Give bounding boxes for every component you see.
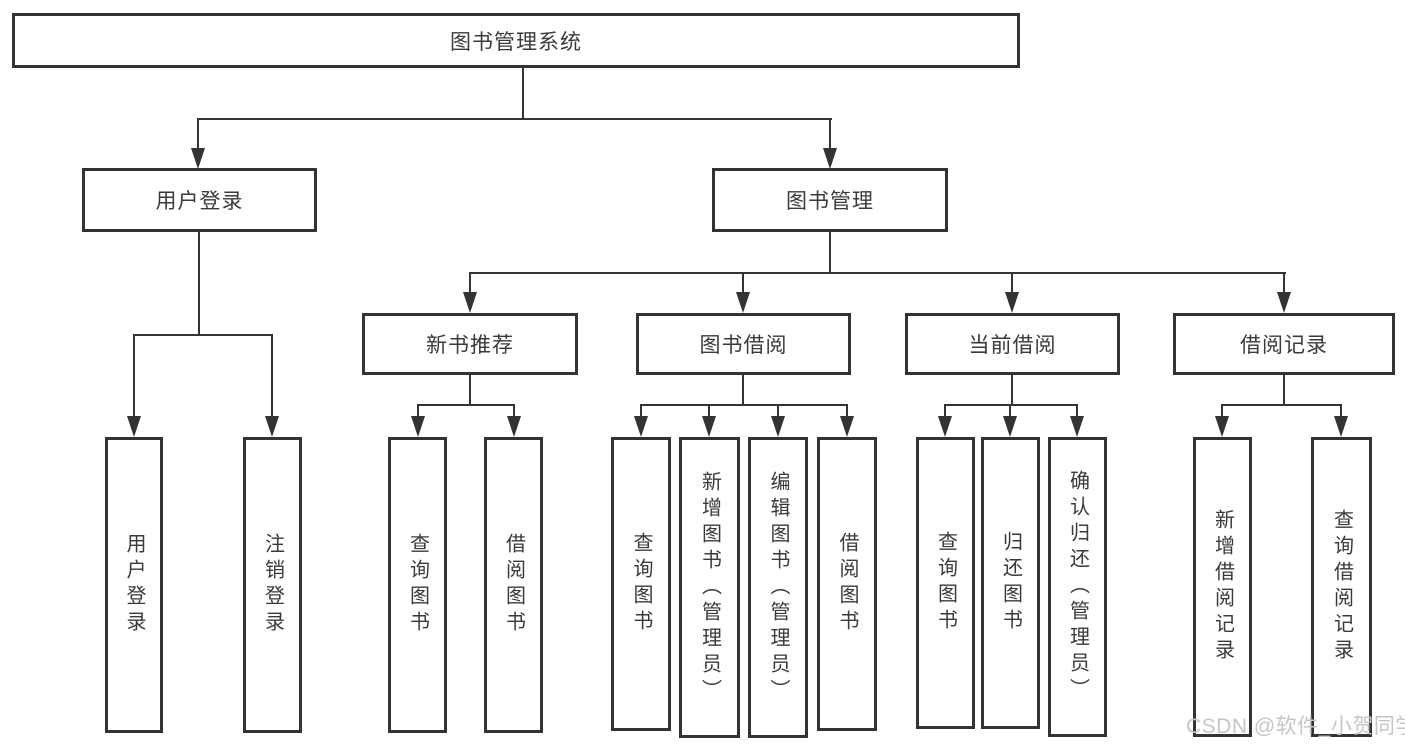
arrowhead-icon (702, 416, 716, 437)
leaf-borrow-books-new: 借阅图书 (484, 437, 543, 733)
connector-line (1283, 272, 1285, 295)
arrowhead-icon (507, 416, 521, 437)
connector-line (640, 404, 847, 406)
leaf-label: 编辑图书（管理员） (767, 470, 789, 705)
connector-line (1221, 404, 1341, 406)
arrowhead-icon (1005, 292, 1019, 313)
connector-line (198, 232, 200, 336)
connector-line (742, 272, 744, 295)
node-label: 借阅记录 (1240, 334, 1328, 357)
leaf-label: 查询图书 (934, 531, 957, 635)
connector-line (742, 375, 744, 406)
leaf-label: 归还图书 (999, 531, 1022, 635)
leaf-add-books-admin: 新增图书（管理员） (679, 437, 740, 738)
leaf-label: 借阅图书 (836, 532, 858, 636)
leaf-borrow-books-borrow: 借阅图书 (817, 437, 877, 731)
node-library-management-system: 图书管理系统 (12, 13, 1020, 68)
leaf-label: 查询借阅记录 (1330, 509, 1353, 665)
connector-line (640, 404, 642, 419)
arrowhead-icon (1215, 416, 1229, 437)
leaf-label: 确认归还（管理员） (1066, 470, 1089, 704)
arrowhead-icon (823, 148, 837, 169)
leaf-label: 借阅图书 (502, 533, 525, 637)
connector-line (1009, 404, 1011, 419)
arrowhead-icon (736, 292, 750, 313)
connector-line (271, 334, 273, 418)
arrowhead-icon (840, 416, 854, 437)
leaf-query-books-new: 查询图书 (388, 437, 447, 733)
arrowhead-icon (127, 416, 141, 437)
leaf-label: 注销登录 (261, 533, 284, 637)
leaf-confirm-return-admin: 确认归还（管理员） (1048, 437, 1107, 737)
arrowhead-icon (771, 416, 785, 437)
connector-line (708, 404, 710, 419)
connector-line (1011, 272, 1013, 295)
arrowhead-icon (191, 148, 205, 169)
connector-line (469, 272, 471, 295)
node-new-book-recommendation: 新书推荐 (362, 313, 578, 375)
node-label: 图书管理 (786, 190, 874, 213)
leaf-user-login: 用户登录 (105, 437, 163, 733)
connector-line (829, 118, 831, 151)
arrowhead-icon (1003, 416, 1017, 437)
leaf-query-books-borrow: 查询图书 (611, 437, 671, 731)
connector-line (133, 334, 273, 336)
arrowhead-icon (411, 416, 425, 437)
connector-line (944, 404, 946, 419)
leaf-query-books-current: 查询图书 (916, 437, 975, 729)
connector-line (133, 334, 135, 418)
arrowhead-icon (634, 416, 648, 437)
arrowhead-icon (1334, 416, 1348, 437)
leaf-logout: 注销登录 (243, 437, 302, 733)
connector-line (1011, 375, 1013, 406)
connector-line (1221, 404, 1223, 419)
node-user-login: 用户登录 (82, 168, 317, 232)
connector-line (1340, 404, 1342, 419)
leaf-query-borrow-record: 查询借阅记录 (1311, 437, 1372, 737)
connector-line (513, 404, 515, 419)
leaf-edit-books-admin: 编辑图书（管理员） (748, 437, 808, 738)
node-book-borrowing: 图书借阅 (636, 313, 851, 375)
node-label: 图书借阅 (699, 334, 788, 357)
leaf-label: 新增图书（管理员） (698, 470, 721, 705)
connector-line (1283, 375, 1285, 406)
connector-line (198, 118, 832, 120)
arrowhead-icon (1277, 292, 1291, 313)
connector-line (1076, 404, 1078, 419)
node-borrowing-records: 借阅记录 (1173, 313, 1395, 375)
node-label: 新书推荐 (426, 334, 514, 357)
arrowhead-icon (938, 416, 952, 437)
leaf-label: 查询图书 (406, 533, 429, 637)
node-label: 图书管理系统 (450, 30, 582, 54)
node-book-management: 图书管理 (712, 168, 948, 232)
arrowhead-icon (1070, 416, 1084, 437)
connector-line (829, 232, 831, 274)
arrowhead-icon (265, 416, 279, 437)
leaf-label: 用户登录 (123, 533, 145, 637)
leaf-add-borrow-record: 新增借阅记录 (1193, 437, 1252, 737)
connector-line (417, 404, 515, 406)
connector-line (469, 272, 1286, 274)
connector-line (417, 404, 419, 419)
connector-line (846, 404, 848, 419)
connector-line (469, 375, 471, 406)
connector-line (197, 118, 199, 151)
leaf-label: 新增借阅记录 (1211, 509, 1234, 665)
node-label: 当前借阅 (968, 334, 1057, 357)
leaf-label: 查询图书 (630, 532, 652, 636)
csdn-watermark: CSDN @软件_小贺同学 (1186, 715, 1405, 738)
leaf-return-books: 归还图书 (981, 437, 1040, 729)
connector-line (522, 68, 524, 120)
arrowhead-icon (463, 292, 477, 313)
connector-line (777, 404, 779, 419)
node-current-borrowing: 当前借阅 (905, 313, 1120, 375)
node-label: 用户登录 (155, 190, 244, 213)
